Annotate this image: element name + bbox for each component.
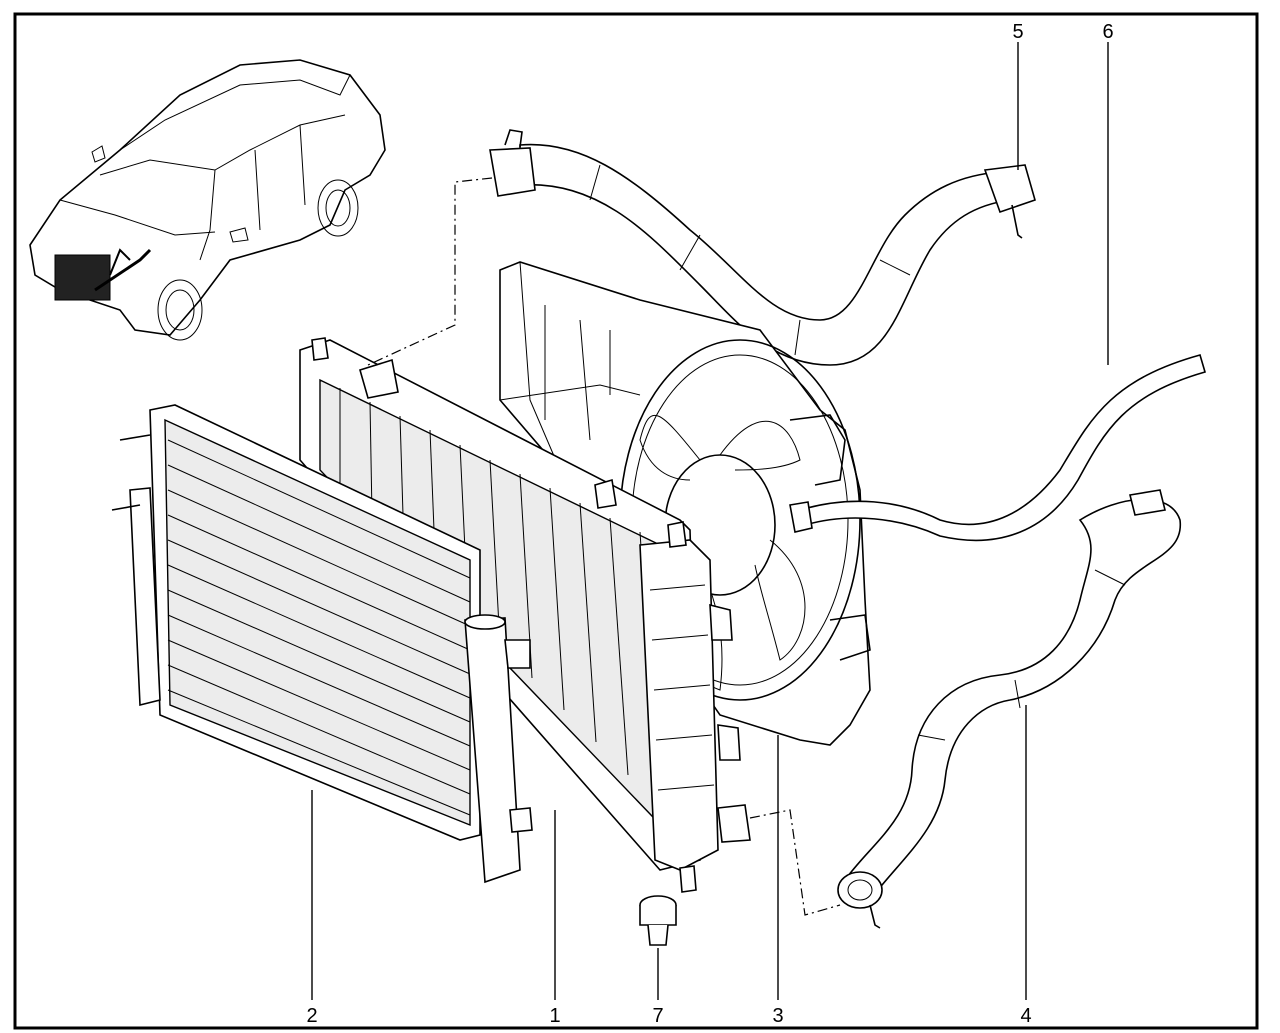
condenser-core-tubes <box>167 439 471 816</box>
callout-4-label: 4 <box>1020 1005 1031 1027</box>
callout-2-label: 2 <box>306 1005 317 1027</box>
callout-6-label: 6 <box>1102 21 1113 43</box>
drain-plug <box>639 895 677 946</box>
leader-lines <box>311 42 1109 1000</box>
callout-3-label: 3 <box>772 1005 783 1027</box>
callout-labels: 5 6 2 1 7 3 4 <box>306 21 1113 1027</box>
radiator <box>299 337 751 893</box>
diagram-border <box>13 12 1259 1030</box>
lower-hose <box>837 489 1181 929</box>
vehicle-location-inset <box>29 59 386 341</box>
assembly-lines <box>367 177 841 916</box>
callout-1-label: 1 <box>549 1005 560 1027</box>
overflow-hose <box>789 354 1206 542</box>
callout-5-label: 5 <box>1012 21 1023 43</box>
callout-7-label: 7 <box>652 1005 663 1027</box>
condenser <box>111 404 533 884</box>
upper-hose <box>489 129 1036 366</box>
